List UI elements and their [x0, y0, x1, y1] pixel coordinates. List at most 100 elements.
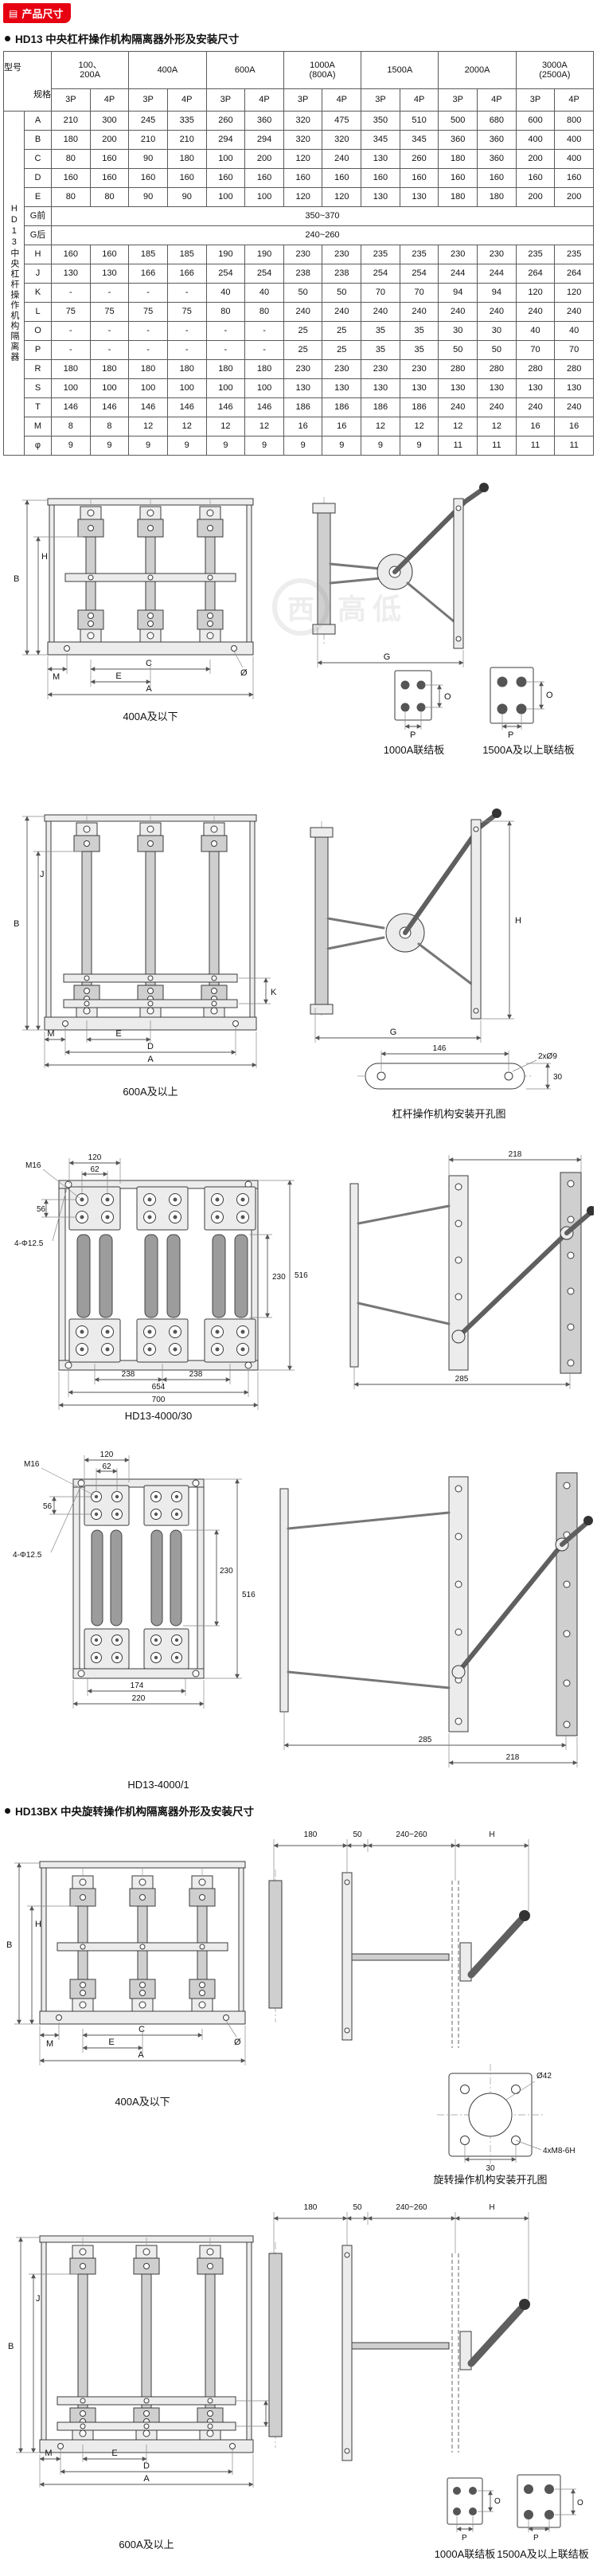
spec-value: 320 — [283, 111, 323, 131]
spec-value: 100 — [244, 378, 284, 399]
spec-value: 230 — [322, 359, 362, 380]
spec-value: 30 — [438, 321, 478, 342]
spec-value: 35 — [399, 340, 439, 361]
dim-label-E: E — [111, 2449, 117, 2458]
spec-value: 120 — [515, 283, 556, 303]
spec-value: 80 — [205, 302, 246, 323]
dim-label-180: 180 — [304, 2203, 318, 2212]
spec-dim-name: R — [24, 359, 52, 380]
spec-value: 160 — [477, 168, 517, 189]
spec-value: 8 — [89, 417, 130, 437]
spec-value: 230 — [361, 359, 400, 380]
dim-label-M: M — [47, 1029, 54, 1039]
spec-value: 130 — [515, 378, 556, 399]
spec-value: 260 — [399, 149, 439, 170]
pole-count-header: 4P — [399, 88, 439, 112]
pole-count-header: 3P — [438, 88, 478, 112]
spec-value: 16 — [554, 417, 594, 437]
pole-count-header: 3P — [51, 88, 91, 112]
dim-label-285: 285 — [419, 1736, 432, 1744]
spec-value: 280 — [438, 359, 478, 380]
spec-value: 230 — [283, 359, 323, 380]
spec-value: 160 — [361, 168, 400, 189]
dim-label-146: 146 — [433, 1044, 447, 1053]
spec-value: 254 — [205, 264, 246, 284]
spec-dim-name: S — [24, 378, 52, 399]
spec-value: 40 — [244, 283, 284, 303]
spec-value: 160 — [51, 245, 91, 265]
spec-dim-name: G后 — [24, 225, 52, 246]
spec-value: 130 — [361, 378, 400, 399]
amp-group-header: 600A — [205, 50, 284, 90]
lever-handle-knob — [583, 1516, 593, 1526]
spec-value: 200 — [515, 187, 556, 208]
spec-value: 50 — [283, 283, 323, 303]
spec-value: 75 — [128, 302, 168, 323]
pole-count-header: 3P — [361, 88, 400, 112]
spec-value: 146 — [51, 397, 91, 418]
figure-hd13-4000-30: 120 62 M16 56 4-Φ12.5 230 516 238 238 65… — [3, 1136, 596, 1427]
spec-value: 240 — [283, 302, 323, 323]
dim-label-D: D — [147, 1042, 154, 1051]
spec-value: 130 — [399, 378, 439, 399]
spec-value: 8 — [51, 417, 91, 437]
dim-label-dia: Ø — [234, 2038, 241, 2047]
spec-value: 300 — [89, 111, 130, 131]
pole-count-header: 4P — [554, 88, 594, 112]
spec-value: 680 — [477, 111, 517, 131]
spec-value: 130 — [554, 378, 594, 399]
spec-value: 160 — [554, 168, 594, 189]
dim-label-180: 180 — [304, 1830, 318, 1839]
front-view-4000-1 — [72, 1478, 205, 1679]
dim-label-H: H — [489, 2203, 494, 2212]
dim-label-240-260: 240~260 — [396, 2203, 427, 2212]
spec-value: 130 — [89, 264, 130, 284]
spec-value: 130 — [361, 149, 400, 170]
amp-group-header: 400A — [128, 50, 207, 90]
dim-label-30: 30 — [553, 1073, 563, 1082]
spec-value: 70 — [515, 340, 556, 361]
spec-value: 160 — [51, 168, 91, 189]
drawing-hd13-4000-30: 120 62 M16 56 4-Φ12.5 230 516 238 238 65… — [14, 1150, 596, 1422]
dim-label-m16: M16 — [24, 1460, 40, 1469]
spec-value: 800 — [554, 111, 594, 131]
spec-value: 240 — [322, 149, 362, 170]
spec-value: 130 — [283, 378, 323, 399]
spec-value: 475 — [322, 111, 362, 131]
spec-value: 180 — [51, 130, 91, 151]
dim-label-230: 230 — [272, 1273, 286, 1282]
spec-value: 244 — [438, 264, 478, 284]
spec-value: 345 — [399, 130, 439, 151]
spec-value: 180 — [51, 359, 91, 380]
spec-dim-name: M — [24, 417, 52, 437]
spec-value: 185 — [166, 245, 207, 265]
spec-value: 160 — [89, 245, 130, 265]
spec-value: 30 — [477, 321, 517, 342]
dim-label-m16: M16 — [25, 1161, 41, 1170]
spec-value: 90 — [166, 187, 207, 208]
spec-value: 200 — [515, 149, 556, 170]
front-dimensions-rotary-600a: B J K M E D A — [8, 2237, 277, 2488]
spec-value: 50 — [322, 283, 362, 303]
spec-value: 180 — [166, 149, 207, 170]
spec-span-value: 350~370 — [51, 206, 594, 227]
dim-label-220: 220 — [132, 1694, 146, 1703]
spec-value: 11 — [477, 436, 517, 456]
spec-value: 294 — [205, 130, 246, 151]
corner-model-label: 型号 — [4, 62, 21, 72]
spec-value: 230 — [438, 245, 478, 265]
drawing-lever-400a: B H M C Ø E A G — [14, 483, 575, 756]
caption-plate-1500a: 1500A及以上联结板 — [482, 744, 575, 756]
spec-value: 180 — [128, 359, 168, 380]
amp-group-header: 1000A (800A) — [283, 50, 362, 90]
spec-value: 185 — [128, 245, 168, 265]
drawing-hd13-4000-1: 120 62 M16 56 4-Φ12.5 230 516 174 220 — [13, 1450, 593, 1791]
amp-group-header: 2000A — [438, 50, 517, 90]
spec-value: 9 — [166, 436, 207, 456]
spec-value: 35 — [399, 321, 439, 342]
spec-value: 240 — [438, 302, 478, 323]
